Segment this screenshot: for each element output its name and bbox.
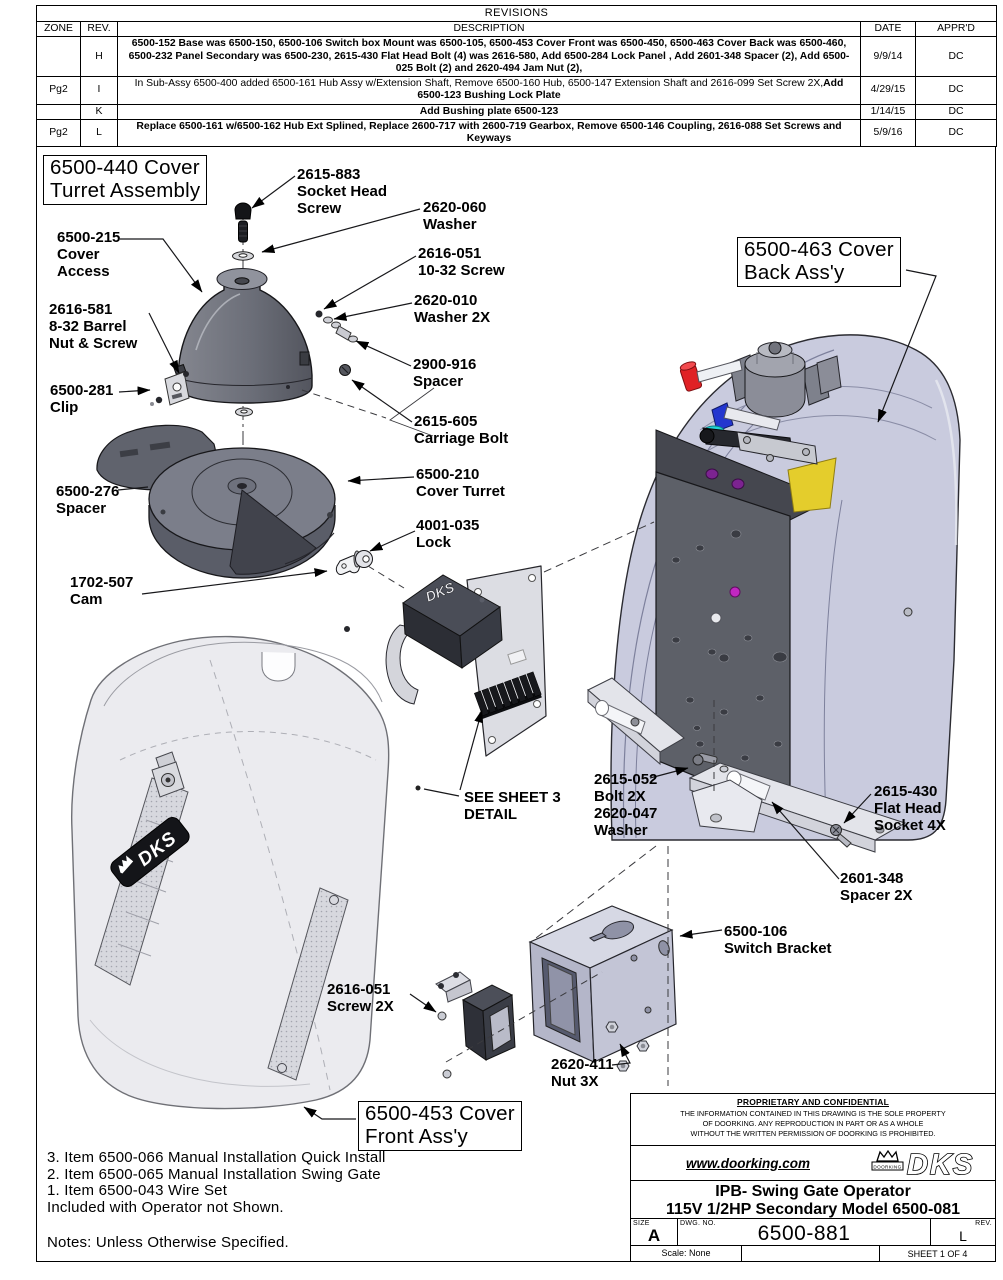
appr-cell: DC [914, 118, 998, 148]
logo-dks-text: DKS [907, 1149, 974, 1179]
desc-cell: 6500-152 Base was 6500-150, 6500-106 Swi… [117, 36, 861, 78]
callout-1702-507: 1702-507 Cam [70, 574, 134, 608]
branding-row: www.doorking.com DOORKING DKS [631, 1146, 995, 1181]
callout-2601-348: 2601-348 Spacer 2X [840, 870, 913, 904]
callout-2615-605: 2615-605 Carriage Bolt [414, 413, 509, 447]
callout-2615-430: 2615-430 Flat Head Socket 4X [874, 783, 946, 834]
desc-text: 6500-152 Base was 6500-150, 6500-106 Swi… [128, 38, 850, 74]
proprietary-title: PROPRIETARY AND CONFIDENTIAL [737, 1097, 889, 1107]
col-apprd: APPR'D [914, 20, 998, 38]
dwg-no-value: 6500-881 [757, 1222, 851, 1245]
note-line: 1. Item 6500-043 Wire Set [47, 1182, 228, 1199]
callout-2615-052: 2615-052 Bolt 2X 2620-047 Washer [594, 771, 658, 839]
revisions-title: REVISIONS [35, 5, 998, 22]
desc-text-bold: Add 6500-123 Bushing Lock Plate [417, 78, 844, 102]
note-line: 2. Item 6500-065 Manual Installation Swi… [47, 1165, 381, 1183]
callout-6500-276: 6500-276 Spacer [56, 483, 120, 517]
logo-doorking-text: DOORKING [873, 1165, 901, 1170]
appr-cell: DC [914, 36, 998, 78]
zone-cell: Pg2 [36, 118, 81, 148]
rev-cell: L [80, 118, 118, 148]
dwg-no-label: DWG. NO. [680, 1220, 716, 1227]
notes-block: 3. Item 6500-066 Manual Installation Qui… [47, 1149, 386, 1252]
callout-6500-106: 6500-106 Switch Bracket [724, 923, 832, 957]
rev-cell: H [80, 36, 118, 78]
desc-text: Replace 6500-161 w/6500-162 Hub Ext Spli… [136, 120, 842, 145]
zone-cell [36, 103, 81, 120]
date-cell: 4/29/15 [860, 76, 916, 105]
label-cover-turret-assembly: 6500-440 Cover Turret Assembly [43, 155, 208, 206]
callout-6500-215: 6500-215 Cover Access [57, 229, 121, 280]
rev-label: REV. [975, 1220, 992, 1227]
size-label: SIZE [633, 1220, 650, 1227]
callout-4001-035: 4001-035 Lock [416, 517, 480, 551]
date-cell: 9/9/14 [860, 36, 916, 78]
callout-2900-916: 2900-916 Spacer [413, 356, 477, 390]
rev-value: L [959, 1228, 967, 1244]
note-line: 3. Item 6500-066 Manual Installation Qui… [47, 1149, 386, 1166]
callout-2615-883: 2615-883 Socket Head Screw [297, 166, 388, 217]
notes-footer: Notes: Unless Otherwise Specified. [47, 1234, 289, 1251]
callout-6500-210: 6500-210 Cover Turret [416, 466, 505, 500]
revision-row: Pg2 I In Sub-Assy 6500-400 added 6500-16… [36, 76, 998, 105]
callout-2616-051: 2616-051 10-32 Screw [418, 245, 505, 279]
desc-cell: In Sub-Assy 6500-400 added 6500-161 Hub … [117, 76, 861, 105]
revision-row: Pg2 L Replace 6500-161 w/6500-162 Hub Ex… [36, 118, 998, 148]
size-cell: SIZE A [631, 1219, 678, 1245]
col-rev: REV. [80, 20, 118, 38]
dwg-no-cell: DWG. NO. 6500-881 [678, 1219, 931, 1245]
callout-see-sheet-3: SEE SHEET 3 DETAIL [464, 789, 561, 823]
col-date: DATE [860, 20, 916, 38]
zone-cell [36, 36, 81, 78]
date-cell: 5/9/16 [860, 118, 916, 148]
desc-cell: Add Bushing plate 6500-123 [117, 103, 861, 120]
appr-cell: DC [914, 76, 998, 105]
rev-cell: I [80, 76, 118, 105]
dks-logo: DOORKING DKS [865, 1147, 995, 1179]
scale-sheet-row: Scale: None SHEET 1 OF 4 [631, 1246, 995, 1261]
crown-icon [876, 1149, 899, 1162]
note-line: Included with Operator not Shown. [47, 1198, 284, 1216]
label-cover-back-assy: 6500-463 Cover Back Ass'y [737, 237, 901, 288]
zone-cell: Pg2 [36, 76, 81, 105]
revisions-header-row: ZONE REV. DESCRIPTION DATE APPR'D [36, 20, 998, 38]
empty-cell [742, 1246, 880, 1261]
proprietary-body: THE INFORMATION CONTAINED IN THIS DRAWIN… [680, 1109, 946, 1139]
scale-value: Scale: None [631, 1246, 742, 1261]
date-cell: 1/14/15 [860, 103, 916, 120]
title-block: PROPRIETARY AND CONFIDENTIAL THE INFORMA… [630, 1093, 996, 1262]
proprietary-section: PROPRIETARY AND CONFIDENTIAL THE INFORMA… [631, 1094, 995, 1146]
sheet-number: SHEET 1 OF 4 [907, 1248, 968, 1259]
size-dwg-rev-row: SIZE A DWG. NO. 6500-881 REV. L [631, 1219, 995, 1246]
desc-cell: Replace 6500-161 w/6500-162 Hub Ext Spli… [117, 118, 861, 148]
revision-row: H 6500-152 Base was 6500-150, 6500-106 S… [36, 36, 998, 78]
col-zone: ZONE [36, 20, 81, 38]
desc-text: In Sub-Assy 6500-400 added 6500-161 Hub … [134, 78, 824, 90]
callout-2620-010: 2620-010 Washer 2X [414, 292, 491, 326]
drawing-title-line2: 115V 1/2HP Secondary Model 6500-081 [665, 1201, 961, 1219]
callout-2620-060: 2620-060 Washer [423, 199, 487, 233]
drawing-title: IPB- Swing Gate Operator 115V 1/2HP Seco… [631, 1181, 995, 1219]
callout-2620-411: 2620-411 Nut 3X [551, 1056, 614, 1090]
callout-2616-051-screw: 2616-051 Screw 2X [327, 981, 394, 1015]
desc-text: Add Bushing plate 6500-123 [419, 105, 559, 117]
label-cover-front-assy: 6500-453 Cover Front Ass'y [358, 1101, 522, 1152]
callout-2616-581: 2616-581 8-32 Barrel Nut & Screw [49, 301, 138, 352]
callout-6500-281: 6500-281 Clip [50, 382, 114, 416]
rev-cell: K [80, 103, 118, 120]
size-value: A [647, 1226, 661, 1245]
col-description: DESCRIPTION [117, 20, 861, 38]
revisions-table: REVISIONS ZONE REV. DESCRIPTION DATE APP… [35, 5, 998, 148]
revision-row: K Add Bushing plate 6500-123 1/14/15 DC [36, 103, 998, 120]
rev-cell: REV. L [931, 1219, 995, 1245]
website-link[interactable]: www.doorking.com [685, 1155, 810, 1171]
drawing-title-line1: IPB- Swing Gate Operator [715, 1183, 911, 1200]
appr-cell: DC [914, 103, 998, 120]
